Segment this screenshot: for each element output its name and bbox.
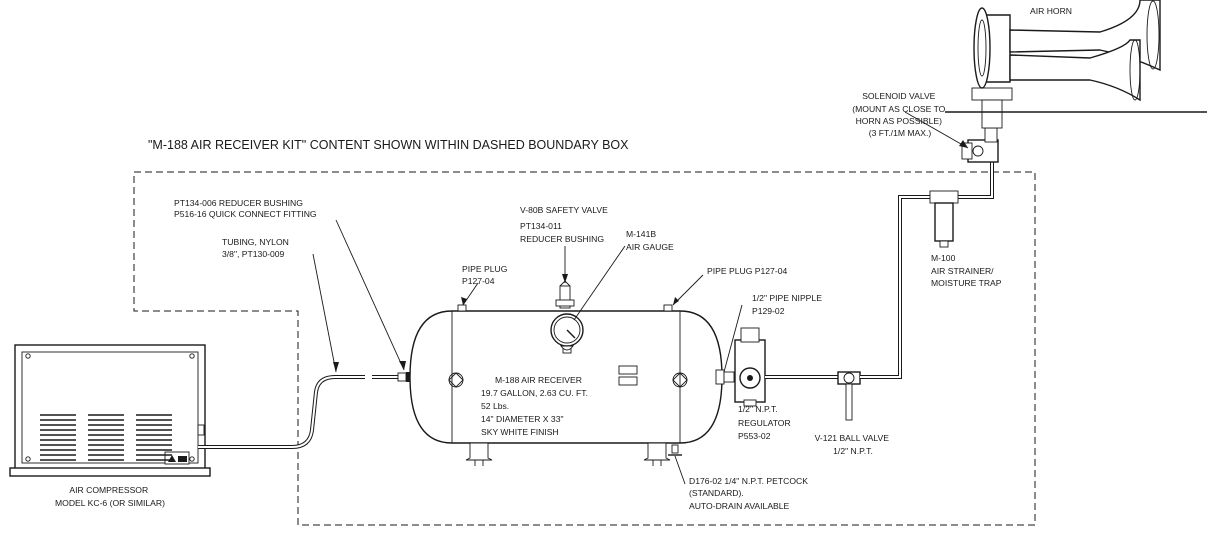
pipe-plug-right: [663, 304, 673, 312]
safety-valve: [555, 280, 575, 309]
label-pipe-plug-right: PIPE PLUG P127-04: [707, 266, 787, 276]
regulator: [723, 327, 766, 407]
air-receiver-tank: [409, 304, 725, 466]
label-air-gauge: M-141B AIR GAUGE: [626, 229, 674, 252]
label-air-strainer: M-100 AIR STRAINER/ MOISTURE TRAP: [931, 253, 1002, 288]
label-safety-valve: V-80B SAFETY VALVE PT134-011 REDUCER BUS…: [520, 205, 610, 244]
diagram-title: "M-188 AIR RECEIVER KIT" CONTENT SHOWN W…: [148, 138, 629, 152]
air-horn: [945, 0, 1207, 129]
label-air-receiver: M-188 AIR RECEIVER 19.7 GALLON, 2.63 CU.…: [481, 375, 590, 437]
label-regulator: 1/2" N.P.T. REGULATOR P553-02: [738, 404, 793, 441]
solenoid-valve: [961, 127, 999, 163]
quick-connect-fitting: [397, 372, 407, 382]
ball-valve: [837, 371, 861, 421]
nylon-tubing: [198, 375, 365, 449]
label-reducer-bushing: PT134-006 REDUCER BUSHING P516-16 QUICK …: [174, 198, 317, 219]
petcock: [671, 444, 679, 454]
label-air-compressor: AIR COMPRESSOR MODEL KC-6 (OR SIMILAR): [55, 485, 165, 508]
label-tubing: TUBING, NYLON 3/8", PT130-009: [222, 237, 291, 259]
air-strainer: [929, 190, 959, 248]
label-pipe-nipple: 1/2" PIPE NIPPLE P129-02: [752, 293, 824, 316]
leader-lines: [312, 111, 969, 485]
label-ball-valve: V-121 BALL VALVE 1/2" N.P.T.: [815, 433, 892, 456]
kit-boundary-box: [133, 171, 1036, 526]
air-gauge: [550, 313, 584, 354]
label-air-horn: AIR HORN: [1030, 6, 1072, 16]
air-compressor: [9, 344, 211, 477]
label-petcock: D176-02 1/4" N.P.T. PETCOCK (STANDARD). …: [689, 476, 810, 511]
label-pipe-plug-left: PIPE PLUG P127-04: [462, 264, 510, 286]
label-solenoid-valve: SOLENOID VALVE (MOUNT AS CLOSE TO HORN A…: [852, 91, 948, 138]
pipe-plug-left: [457, 304, 467, 312]
